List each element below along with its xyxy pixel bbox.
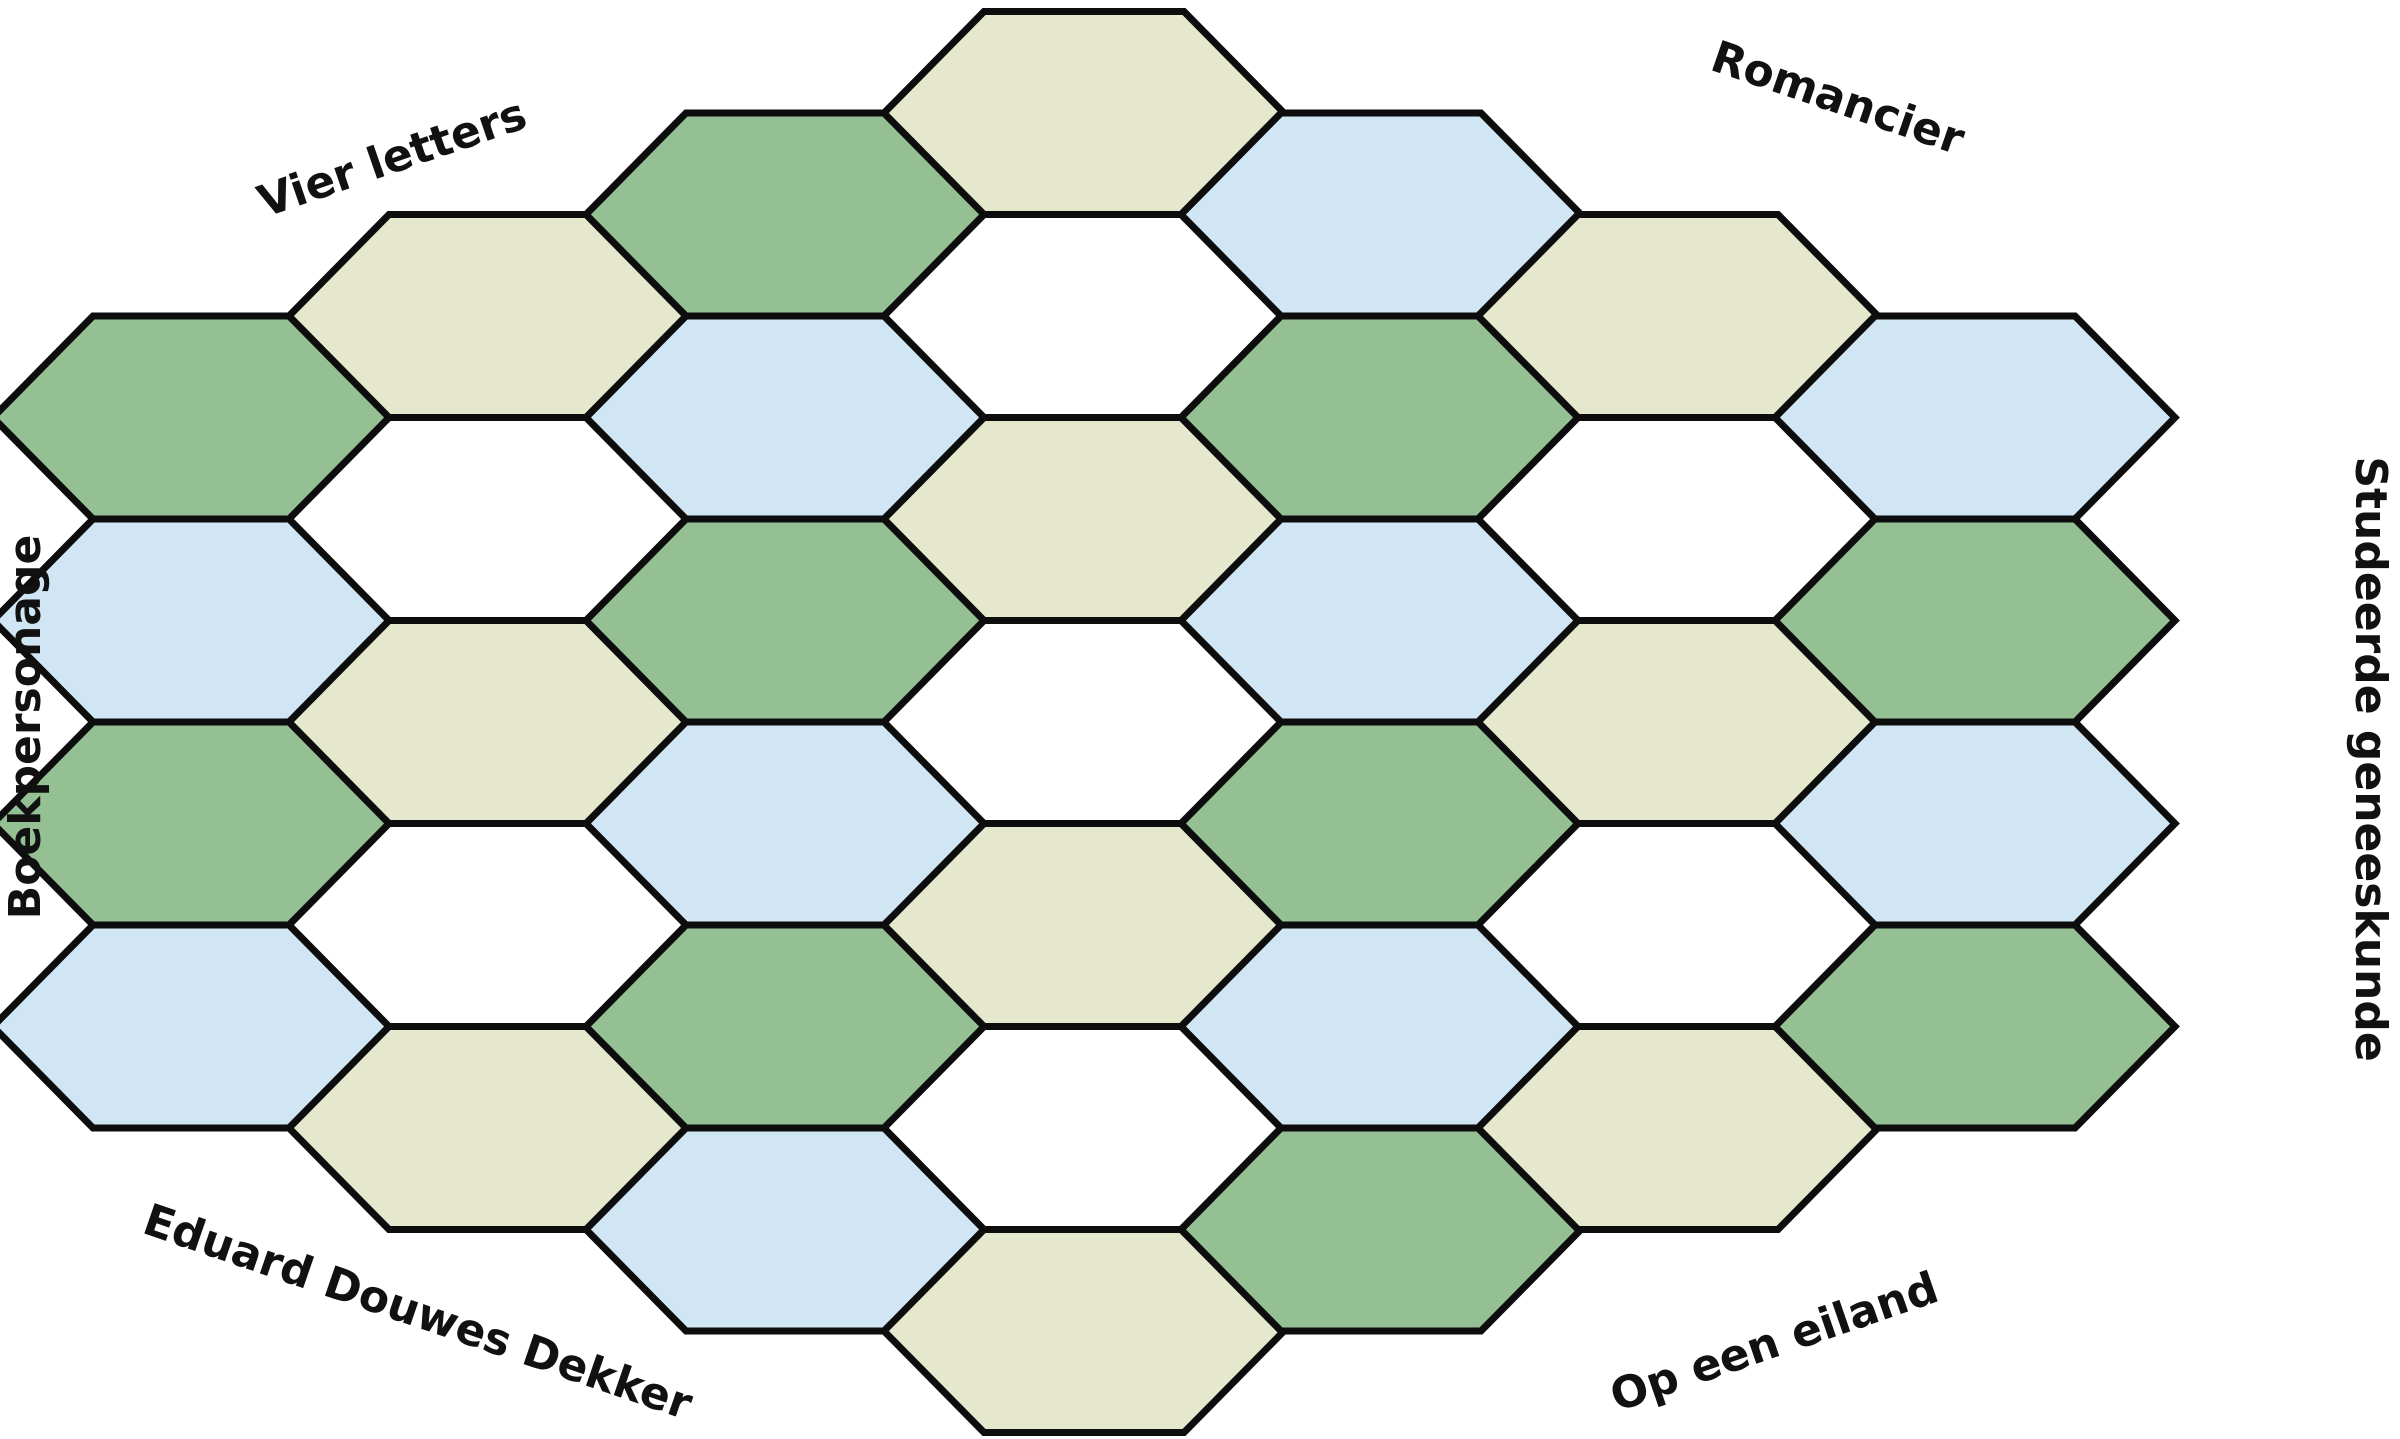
clue-romancier: Romancier	[1705, 31, 1971, 165]
clue-op-een-eiland: Op een eiland	[1604, 1262, 1945, 1422]
clue-vier-letters: Vier letters	[252, 89, 533, 228]
hex-grid	[0, 8, 2180, 1436]
hex-cell-6-3[interactable]	[1770, 921, 2180, 1132]
clue-boekpersonage: Boekpersonage	[0, 535, 51, 920]
clue-studeerde-geneeskunde: Studeerde geneeskunde	[2345, 456, 2396, 1061]
